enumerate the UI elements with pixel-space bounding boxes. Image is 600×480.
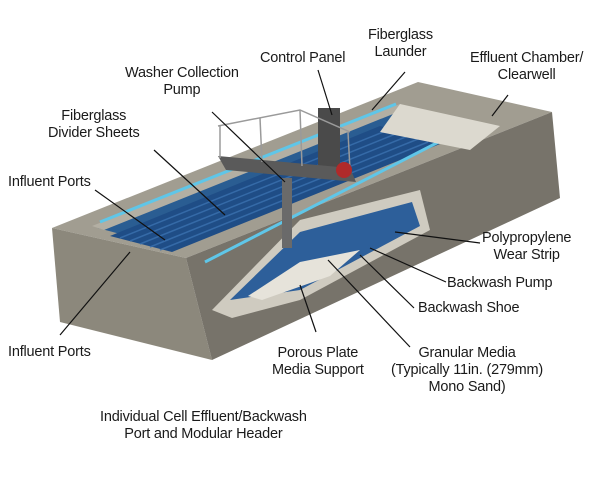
leader-effluent-chamber: [491, 94, 509, 117]
leader-porous-plate: [299, 284, 317, 333]
pump-column: [282, 178, 292, 248]
label-granular-media: Granular Media (Typically 11in. (279mm) …: [391, 345, 544, 395]
porous-plate: [248, 250, 360, 300]
leader-fiberglass-launder: [371, 71, 406, 111]
label-fiberglass-launder: Fiberglass Launder: [368, 27, 433, 60]
leader-washer-pump: [211, 111, 286, 183]
bridge-railing: [217, 109, 351, 171]
leader-influent-top: [94, 189, 166, 241]
label-fiberglass-divider-sheets: Fiberglass Divider Sheets: [48, 108, 140, 141]
clearwell-chamber: [380, 104, 500, 150]
label-control-panel: Control Panel: [260, 50, 346, 66]
label-influent-ports-bottom: Influent Ports: [8, 344, 91, 360]
label-backwash-shoe: Backwash Shoe: [418, 300, 520, 316]
label-influent-ports-top: Influent Ports: [8, 174, 91, 190]
label-effluent-chamber: Effluent Chamber/ Clearwell: [470, 50, 584, 83]
label-polypropylene-wear-strip: Polypropylene Wear Strip: [482, 230, 572, 263]
bridge-platform: [218, 156, 356, 182]
leader-wear-strip: [394, 231, 481, 244]
cutaway-media: [230, 202, 420, 300]
leader-divider-sheets: [153, 149, 226, 216]
backwash-pump-body: [336, 162, 352, 178]
leader-lines: [59, 69, 509, 348]
label-individual-cell-port: Individual Cell Effluent/Backwash Port a…: [100, 409, 307, 442]
launder-beam: [318, 108, 340, 168]
leader-influent-bottom: [59, 251, 131, 336]
leader-backwash-shoe: [359, 254, 415, 309]
leader-granular-media: [327, 259, 411, 348]
basin-front-wall: [52, 228, 212, 360]
leader-backwash-pump: [369, 247, 447, 283]
label-porous-plate-media-support: Porous Plate Media Support: [272, 345, 364, 378]
leader-control-panel: [317, 69, 333, 116]
label-washer-collection-pump: Washer Collection Pump: [125, 65, 239, 98]
label-backwash-pump: Backwash Pump: [447, 275, 553, 291]
